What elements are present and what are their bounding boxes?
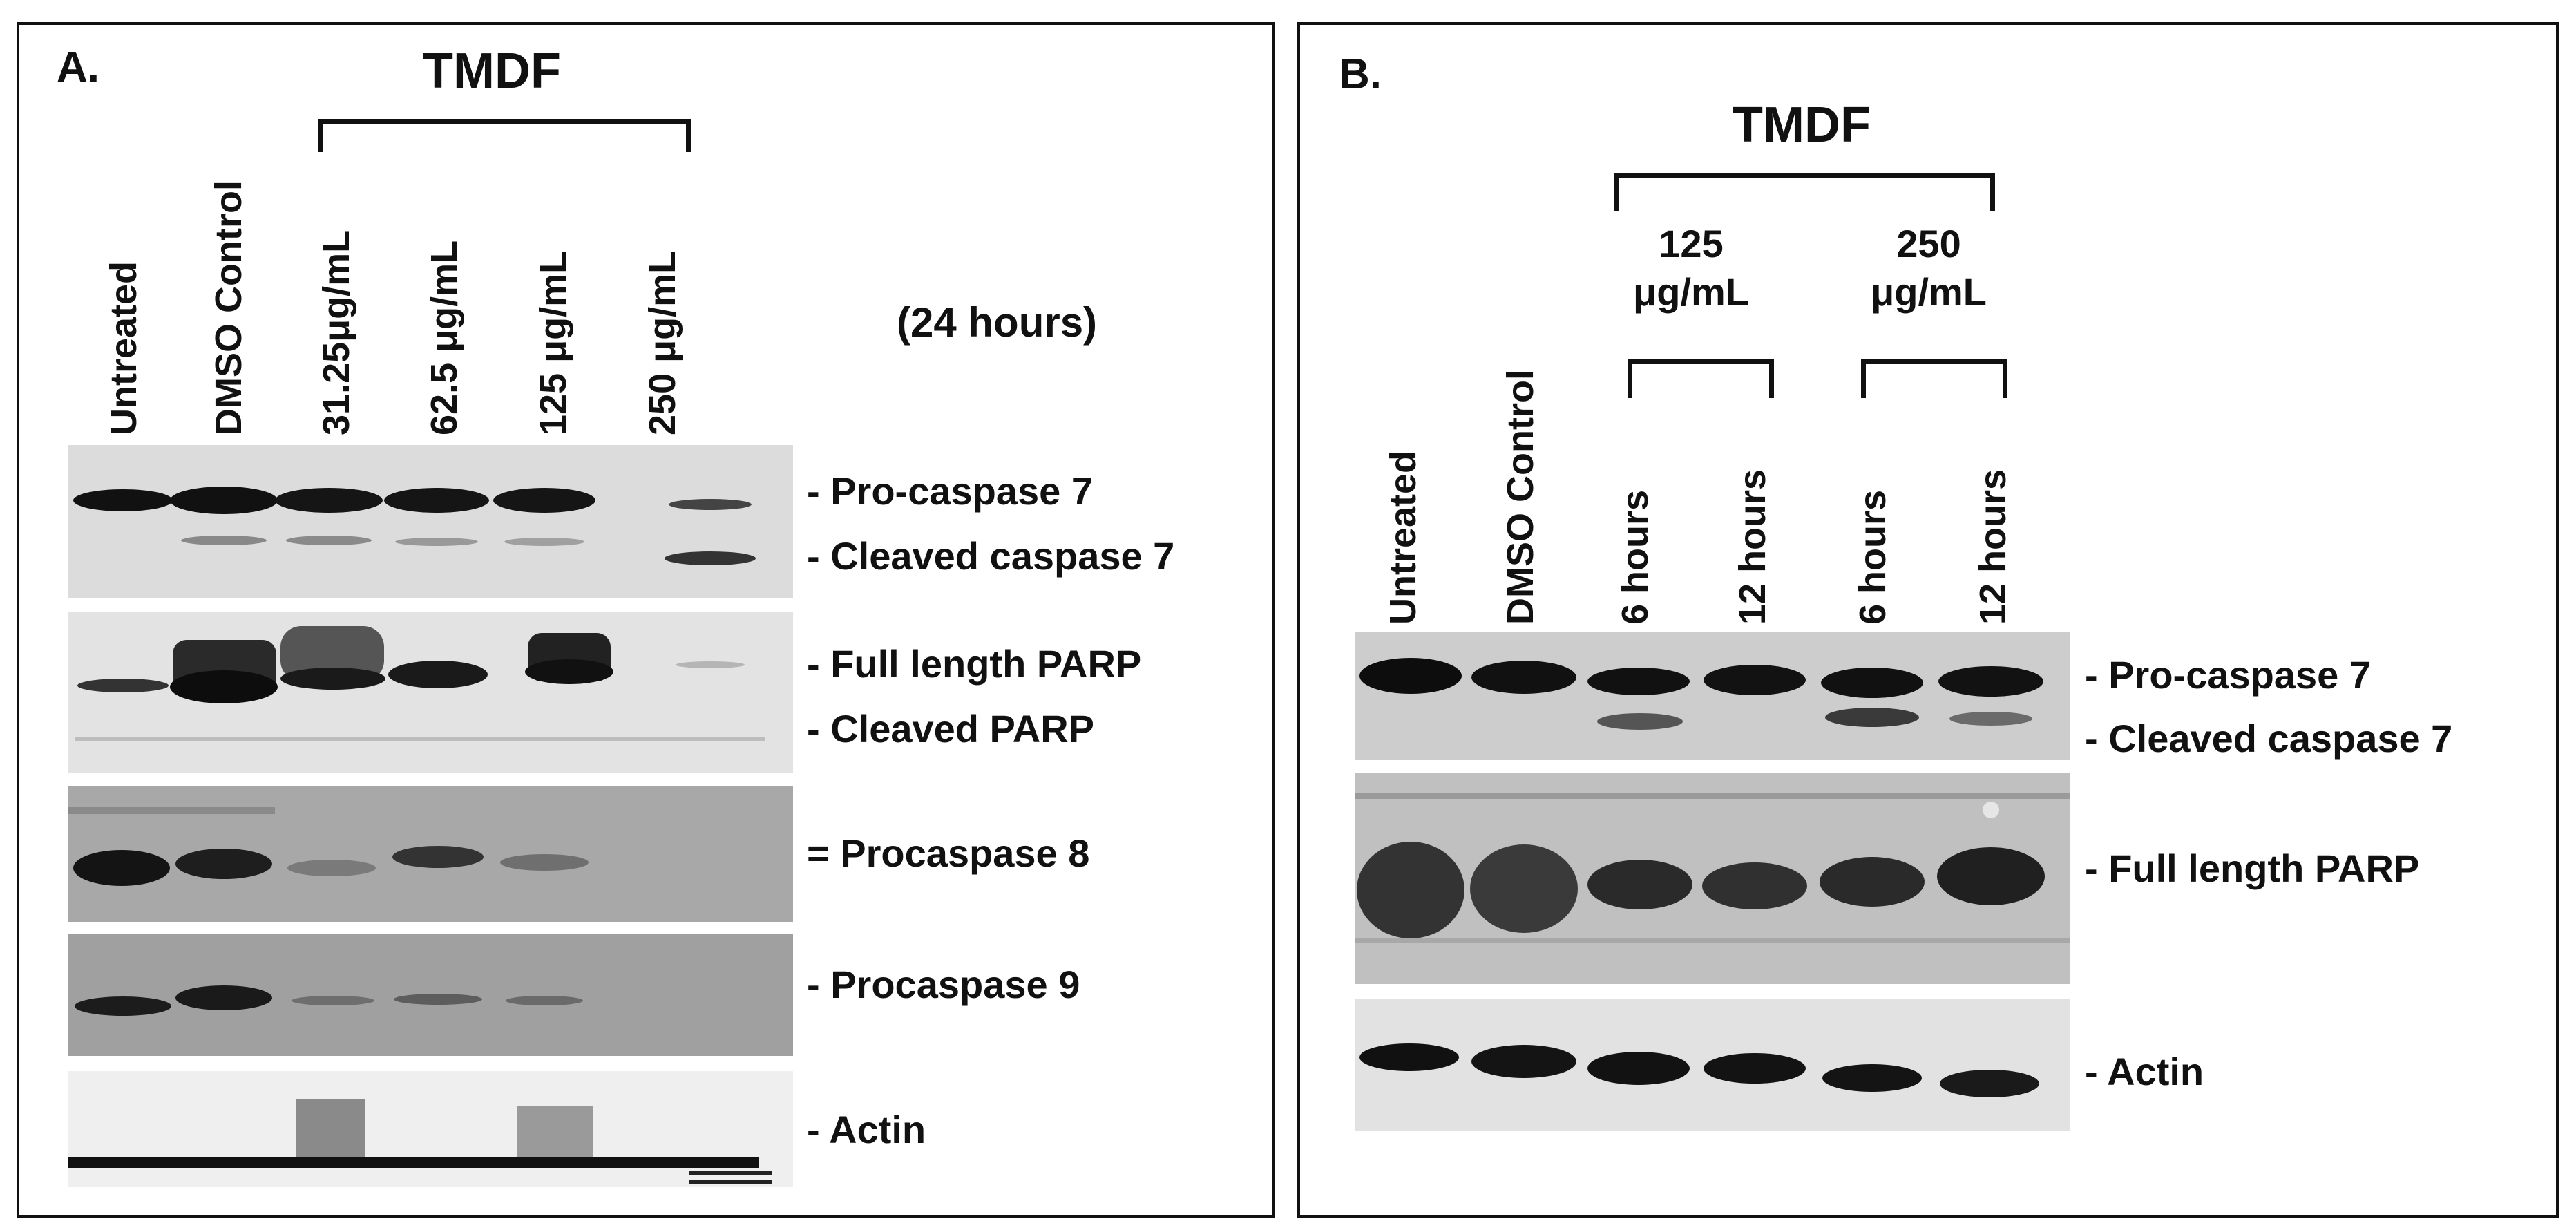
- panel-a-treatment-label: TMDF: [423, 44, 561, 99]
- lane-b-dmso-control: DMSO Control: [1500, 370, 1541, 625]
- lane-b-250-6h: 6 hours: [1852, 489, 1893, 625]
- blot-a-actin: [68, 1071, 793, 1187]
- blot-a-procasp8: [68, 786, 793, 922]
- blot-a-caspase7-image: [73, 487, 756, 565]
- label-a-procaspase-8: = Procaspase 8: [807, 831, 1090, 875]
- lane-b-250-12h: 12 hours: [1972, 469, 2014, 625]
- label-a-cleaved-caspase-7: - Cleaved caspase 7: [807, 534, 1175, 578]
- lane-b-125-12h: 12 hours: [1732, 469, 1773, 625]
- label-a-procaspase-9: - Procaspase 9: [807, 963, 1080, 1006]
- panel-b-dose-125-bracket: [1628, 359, 1774, 398]
- blot-a-procasp9-image: [75, 985, 583, 1016]
- label-a-pro-caspase-7: - Pro-caspase 7: [807, 469, 1093, 513]
- panel-a-letter: A.: [57, 44, 99, 91]
- blot-b-parp: [1355, 773, 2070, 984]
- label-a-cleaved-parp: - Cleaved PARP: [807, 707, 1094, 750]
- blot-a-parp: [68, 612, 793, 773]
- blot-a-procasp9: [68, 934, 793, 1056]
- panel-a-treatment-bracket: [318, 119, 691, 152]
- lane-label-dmso-control: DMSO Control: [208, 180, 249, 435]
- blot-b-parp-image: [1355, 793, 2070, 943]
- lane-label-125: 125 μg/mL: [533, 250, 574, 435]
- lane-label-62-5: 62.5 μg/mL: [423, 240, 465, 435]
- label-a-actin: - Actin: [807, 1108, 926, 1151]
- panel-b-dose-250: 250 μg/mL: [1870, 222, 1987, 314]
- blot-b-caspase7: [1355, 632, 2070, 760]
- label-a-full-length-parp: - Full length PARP: [807, 642, 1142, 686]
- lane-label-250: 250 μg/mL: [642, 250, 683, 435]
- lane-b-125-6h: 6 hours: [1614, 489, 1656, 625]
- label-b-full-length-parp: - Full length PARP: [2085, 847, 2420, 890]
- panel-b-treatment-label: TMDF: [1733, 97, 1871, 153]
- panel-b-dose-125: 125 μg/mL: [1632, 222, 1750, 314]
- lane-label-untreated: Untreated: [103, 261, 144, 435]
- blot-b-caspase7-image: [1359, 658, 2043, 730]
- label-b-pro-caspase-7: - Pro-caspase 7: [2085, 653, 2371, 697]
- blot-a-actin-image: [68, 1099, 772, 1184]
- panel-b-dose-250-bracket: [1861, 359, 2007, 398]
- panel-b-treatment-bracket: [1614, 173, 1995, 211]
- panel-a-duration: (24 hours): [897, 299, 1098, 346]
- label-b-actin: - Actin: [2085, 1050, 2204, 1093]
- blot-b-actin-image: [1359, 1043, 2039, 1097]
- lane-label-31-25: 31.25μg/mL: [316, 229, 357, 435]
- panel-b-letter: B.: [1339, 50, 1382, 98]
- blot-a-parp-image: [75, 626, 765, 741]
- lane-b-untreated: Untreated: [1382, 450, 1424, 625]
- blot-a-caspase7: [68, 445, 793, 598]
- label-b-cleaved-caspase-7: - Cleaved caspase 7: [2085, 717, 2453, 760]
- blot-b-actin: [1355, 999, 2070, 1131]
- blot-a-procasp8-image: [68, 807, 589, 886]
